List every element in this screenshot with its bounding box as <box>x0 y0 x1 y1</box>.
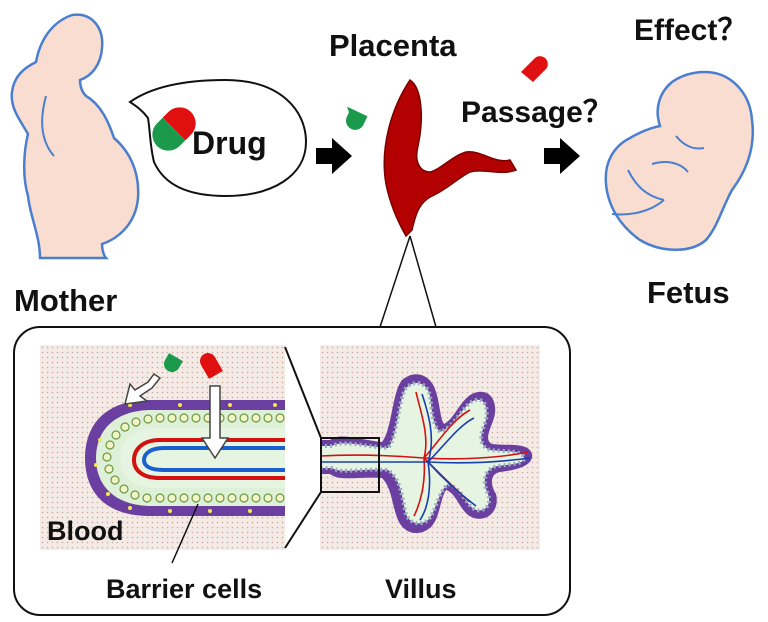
barrier-cells-label: Barrier cells <box>106 574 262 604</box>
uptake-arrow-icon <box>200 385 230 460</box>
mother-arm-line <box>41 95 55 157</box>
effect-label: Effect？ <box>634 14 747 47</box>
arrow-placenta-to-fetus-icon <box>544 138 580 174</box>
efflux-arrow-icon <box>124 372 162 405</box>
green-capsule-half-icon <box>346 106 368 130</box>
villus-label: Villus <box>385 574 457 604</box>
fetus-limb-lines <box>611 135 705 216</box>
drug-label: Drug <box>192 125 267 161</box>
arrow-mother-to-placenta-icon <box>316 138 352 174</box>
blood-label: Blood <box>47 516 123 546</box>
pregnant-mother-silhouette <box>10 13 140 260</box>
green-capsule-inset-icon <box>164 353 183 372</box>
villus-tip-closeup <box>40 345 285 550</box>
zoom-line-right <box>409 235 437 328</box>
placenta-shape <box>383 78 518 238</box>
passage-label: Passage？ <box>461 96 613 129</box>
drug-capsule-icon <box>152 107 196 151</box>
zoom-connector-bottom <box>284 491 322 549</box>
red-capsule-inset-icon <box>200 353 223 379</box>
zoom-connector-top <box>284 346 322 439</box>
barrier-cells-leader-line <box>171 503 199 564</box>
mother-label: Mother <box>14 283 117 318</box>
fetus-silhouette <box>604 70 755 251</box>
zoom-selection-box <box>320 437 380 493</box>
zoom-line-left <box>379 235 411 328</box>
red-capsule-half-icon <box>521 56 548 82</box>
placenta-label: Placenta <box>329 28 457 63</box>
fetus-label: Fetus <box>647 275 730 310</box>
villus-overview <box>320 345 540 550</box>
